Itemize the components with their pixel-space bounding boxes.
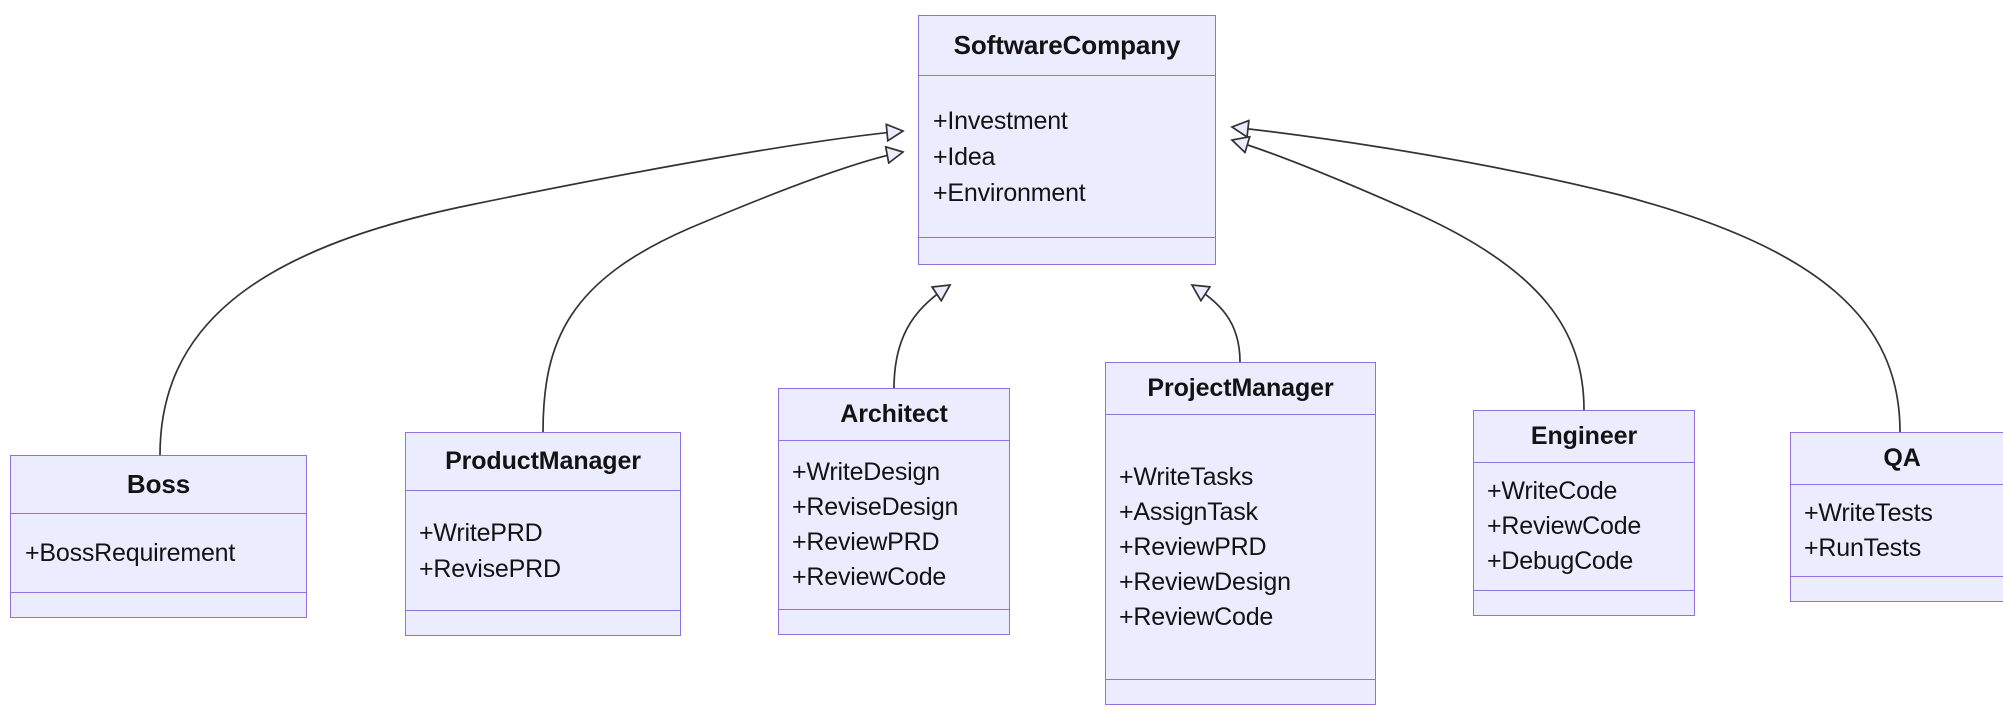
class-attribute: +WriteCode: [1487, 477, 1618, 505]
class-node-engineer[interactable]: Engineer +WriteCode +ReviewCode +DebugCo…: [1473, 410, 1695, 616]
class-attributes-boss: +BossRequirement: [11, 514, 306, 593]
class-attribute: +RunTests: [1804, 533, 1922, 562]
class-methods-architect: [779, 610, 1009, 634]
class-title-engineer: Engineer: [1474, 411, 1694, 463]
class-attribute: +WritePRD: [419, 518, 543, 547]
edge-projectmanager-to-softwarecompany: [1192, 285, 1241, 363]
class-methods-software-company: [919, 238, 1215, 264]
class-attribute: +WriteTests: [1804, 498, 1933, 527]
class-methods-qa: [1791, 577, 2003, 601]
class-methods-product-manager: [406, 611, 680, 635]
class-methods-boss: [11, 593, 306, 617]
class-attributes-project-manager: +WriteTasks +AssignTask +ReviewPRD +Revi…: [1106, 415, 1375, 680]
class-attribute: +ReviewPRD: [1119, 532, 1267, 561]
class-attributes-software-company: +Investment +Idea +Environment: [919, 76, 1215, 238]
class-title-product-manager: ProductManager: [406, 433, 680, 491]
class-node-qa[interactable]: QA +WriteTests +RunTests: [1790, 432, 2003, 602]
class-methods-project-manager: [1106, 680, 1375, 704]
class-node-boss[interactable]: Boss +BossRequirement: [10, 455, 307, 618]
class-attributes-engineer: +WriteCode +ReviewCode +DebugCode: [1474, 463, 1694, 591]
class-attributes-architect: +WriteDesign +ReviseDesign +ReviewPRD +R…: [779, 441, 1009, 610]
class-attribute: +WriteTasks: [1119, 462, 1254, 491]
class-attribute: +WriteDesign: [792, 458, 940, 486]
class-attribute: +ReviewPRD: [792, 528, 940, 556]
class-attribute: +ReviewCode: [1487, 512, 1642, 540]
class-attribute: +Environment: [933, 178, 1086, 207]
class-title-project-manager: ProjectManager: [1106, 363, 1375, 415]
class-attribute: +ReviewCode: [792, 563, 947, 591]
class-attribute: +BossRequirement: [25, 539, 236, 567]
class-attribute: +ReviewDesign: [1119, 567, 1291, 596]
class-node-product-manager[interactable]: ProductManager +WritePRD +RevisePRD: [405, 432, 681, 636]
class-title-architect: Architect: [779, 389, 1009, 441]
class-attribute: +ReviseDesign: [792, 493, 959, 521]
class-attribute: +ReviewCode: [1119, 602, 1274, 631]
class-attributes-product-manager: +WritePRD +RevisePRD: [406, 491, 680, 611]
class-attribute: +RevisePRD: [419, 554, 561, 583]
class-attributes-qa: +WriteTests +RunTests: [1791, 485, 2003, 577]
class-title-qa: QA: [1791, 433, 2003, 485]
class-attribute: +DebugCode: [1487, 547, 1634, 575]
class-node-architect[interactable]: Architect +WriteDesign +ReviseDesign +Re…: [778, 388, 1010, 635]
class-title-software-company: SoftwareCompany: [919, 16, 1215, 76]
class-attribute: +AssignTask: [1119, 497, 1258, 526]
class-attribute: +Investment: [933, 106, 1068, 135]
class-title-boss: Boss: [11, 456, 306, 514]
class-node-project-manager[interactable]: ProjectManager +WriteTasks +AssignTask +…: [1105, 362, 1376, 705]
class-node-software-company[interactable]: SoftwareCompany +Investment +Idea +Envir…: [918, 15, 1216, 265]
edge-architect-to-softwarecompany: [893, 285, 950, 389]
class-methods-engineer: [1474, 591, 1694, 615]
class-attribute: +Idea: [933, 142, 996, 171]
